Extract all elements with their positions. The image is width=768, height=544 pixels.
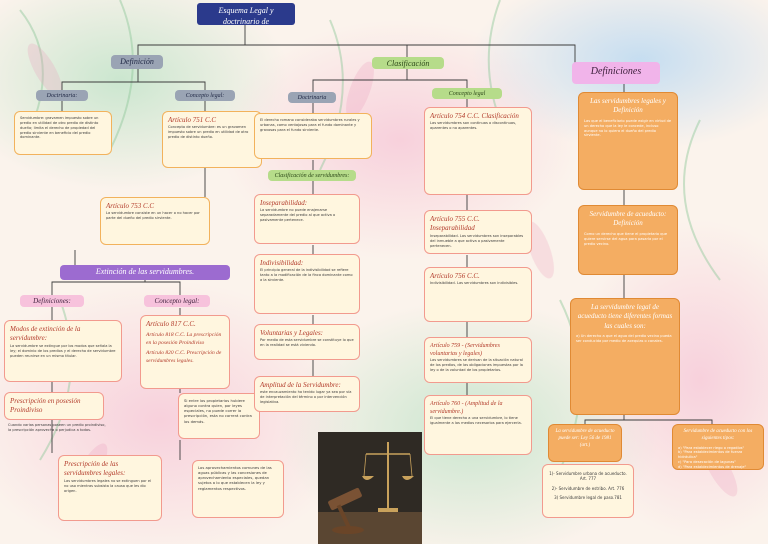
acueducto-tipo-item-1: 1)- Servidumbre urbana de acueducto. Art…: [549, 471, 627, 482]
prescripcion-legales-head: Prescripción de las servidumbres legales…: [64, 460, 126, 478]
articulo-751-card: Artículo 751 C.C Concepto de servidumbre…: [162, 111, 262, 168]
acueducto-tipos-list-card: 1)- Servidumbre urbana de acueducto. Art…: [542, 464, 634, 518]
servidumbres-legales-card: Las servidumbres legales y Definición La…: [578, 92, 678, 190]
propietarios-card: Si entre los propietarios hubiere alguno…: [178, 393, 260, 439]
servidumbres-legales-head: Las servidumbres legales y Definición: [590, 97, 666, 115]
definiciones-label: Definiciones: [572, 62, 660, 84]
acueducto-puede-ser-label: La servidumbre de acueducto puede ser: L…: [555, 429, 615, 448]
inseparabilidad-head: Inseparabilidad:: [260, 199, 308, 207]
prescripcion-proindiviso-head: Prescripción en posesión Proindiviso: [10, 397, 81, 415]
inseparabilidad-text: La servidumbre no puede enajenarse separ…: [260, 208, 336, 223]
articulo-754-card: Artículo 754 C.C. Clasificación Las serv…: [424, 107, 532, 195]
clasificacion-label: Clasificación: [372, 57, 444, 69]
gavel-and-scales-icon: [318, 432, 422, 544]
doctrinaria-label: Doctrinaria:: [36, 90, 88, 101]
gavel-image: [318, 432, 422, 544]
propietarios-text: Si entre los propietarios hubiere alguno…: [184, 398, 252, 424]
articulo-753-head: Artículo 753 C.C: [106, 202, 155, 210]
extincion-definiciones-label: Definiciones:: [20, 295, 84, 307]
extincion-legal-card: Artículo 817 C.C. Artículo 818 C.C. La p…: [140, 315, 230, 389]
articulo-760-head: Artículo 760 - (Amplitud de la servidumb…: [430, 401, 503, 416]
extincion-concepto-legal-label: Concepto legal:: [144, 295, 210, 307]
clasificacion-doctrinaria-card: El derecho romano consideraba servidumbr…: [254, 113, 372, 159]
acueducto-puede-ser-label-card: La servidumbre de acueducto puede ser: L…: [548, 424, 622, 462]
inseparabilidad-card: Inseparabilidad: La servidumbre no puede…: [254, 194, 360, 244]
tipos-acueducto-item-3: c) "Para desecación de lagunas": [678, 460, 736, 465]
articulo-759-card: Artículo 759 - (Servidumbres voluntarias…: [424, 337, 532, 383]
extincion-definiciones-card: Modos de extinción de la servidumbre: La…: [4, 320, 122, 382]
articulo-756-text: Indivisibilidad. Las servidumbres son in…: [430, 281, 519, 286]
articulo-760-text: El que tiene derecho a una servidumbre, …: [430, 416, 522, 426]
prescripcion-legales-card: Prescripción de las servidumbres legales…: [58, 455, 162, 521]
formas-acueducto-text: a) Un derecho a que el agua del predio v…: [576, 334, 672, 344]
clasificacion-servidumbres-label: Clasificación de servidumbres:: [268, 170, 356, 181]
voluntarias-text: Por medio de esta servidumbre se constit…: [260, 338, 354, 348]
aprovechamientos-text: Los aprovechamientos comunes de las agua…: [198, 465, 272, 491]
acueducto-text: Como un derecho que tiene el propietario…: [584, 231, 668, 246]
concepto-legal-label: Concepto legal:: [175, 90, 235, 101]
articulo-755-text: Inseparabilidad. Las servidumbres son in…: [430, 233, 524, 248]
clasificacion-doctrinaria-text: El derecho romano consideraba servidumbr…: [260, 118, 360, 132]
voluntarias-head: Voluntarias y Legales:: [260, 329, 323, 337]
acueducto-head: Servidumbre de acueducto: Definición: [589, 210, 667, 228]
articulo-756-head: Artículo 756 C.C.: [430, 272, 480, 280]
formas-acueducto-head: La servidumbre legal de acueducto tiene …: [577, 303, 673, 330]
acueducto-tipo-item-2: 2)- Servidumbre de estribo. Art. 776: [551, 485, 625, 491]
articulo-754-text: Las servidumbres son continuas o discont…: [430, 121, 517, 131]
articulo-751-head: Artículo 751 C.C: [168, 116, 217, 124]
indivisibilidad-head: Indivisibilidad:: [260, 259, 304, 267]
articulo-755-head: Artículo 755 C.C. Inseparabilidad: [430, 215, 480, 233]
prescripcion-legales-text: Las servidumbres legales no se extinguen…: [64, 478, 152, 493]
doctrinaria-text: Servidumbre: gravamen impuesto sobre un …: [20, 116, 99, 140]
articulo-751-text: Concepto de servidumbre: es un gravamen …: [168, 125, 249, 140]
clasificacion-doctrinaria-label: Doctrinaria: [288, 92, 336, 103]
tipos-acueducto-card: Servidumbre de acueducto con los siguien…: [672, 424, 764, 470]
amplitud-text: este encauzamiento ha tenido lugar ya se…: [260, 390, 352, 405]
indivisibilidad-card: Indivisibilidad: El principio general de…: [254, 254, 360, 314]
tipos-acueducto-item-4: d) "Para establecimientos de drenaje": [678, 464, 747, 469]
articulo-753-card: Artículo 753 C.C La servidumbre consiste…: [100, 197, 210, 245]
concepto-legal-clasificacion-label: Concepto legal: [432, 88, 502, 99]
voluntarias-card: Voluntarias y Legales: Por medio de esta…: [254, 324, 360, 360]
amplitud-card: Amplitud de la Servidumbre: este encauza…: [254, 376, 360, 412]
definicion-label: Definición: [111, 55, 163, 69]
articulo-756-card: Artículo 756 C.C. Indivisibilidad. Las s…: [424, 267, 532, 322]
articulo-759-text: Las servidumbres se derivan de la situac…: [430, 358, 523, 372]
articulo-759-head: Artículo 759 - (Servidumbres voluntarias…: [430, 343, 500, 358]
aprovechamientos-card: Los aprovechamientos comunes de las agua…: [192, 460, 284, 518]
tipos-acueducto-item-1: a) "Para establecer riego o regadíos": [678, 445, 745, 450]
formas-acueducto-card: La servidumbre legal de acueducto tiene …: [570, 298, 680, 415]
extincion-legal-item-3: Artículo 820 C.C. Prescripción de servid…: [146, 350, 222, 364]
articulo-760-card: Artículo 760 - (Amplitud de la servidumb…: [424, 395, 532, 455]
prescripcion-proindiviso-note: Cuando varias personas poseen un predio …: [4, 422, 110, 452]
prescripcion-proindiviso-card: Prescripción en posesión Proindiviso: [4, 392, 104, 420]
tipos-acueducto-item-2: b) "Para establecimientos de fuerza hidr…: [678, 450, 743, 460]
extincion-definiciones-text: La servidumbre se extingue por los modos…: [10, 343, 116, 358]
extincion-label: Extinción de las servidumbres.: [60, 265, 230, 280]
doctrinaria-card: Servidumbre: gravamen impuesto sobre un …: [14, 111, 112, 155]
servidumbres-legales-text: Las que el beneficiario puede exigir en …: [584, 118, 672, 138]
amplitud-head: Amplitud de la Servidumbre:: [260, 381, 341, 389]
prescripcion-proindiviso-text: Cuando varias personas poseen un predio …: [8, 423, 106, 432]
articulo-755-card: Artículo 755 C.C. Inseparabilidad Insepa…: [424, 210, 532, 254]
page-title: Esquema Legal y doctrinario de Servidumb…: [197, 3, 295, 25]
acueducto-tipos-list: 1)- Servidumbre urbana de acueducto. Art…: [548, 471, 628, 501]
acueducto-card: Servidumbre de acueducto: Definición Com…: [578, 205, 678, 275]
extincion-legal-item-2: Artículo 818 C.C. La prescripción en la …: [146, 332, 222, 346]
tipos-acueducto-head: Servidumbre de acueducto con los siguien…: [683, 429, 753, 441]
acueducto-tipo-item-3: 3) Servidumbre legal de paso.781: [554, 495, 622, 501]
indivisibilidad-text: El principio general de la indivisibilid…: [260, 268, 353, 283]
extincion-definiciones-head: Modos de extinción de la servidumbre:: [10, 325, 81, 343]
extincion-legal-item-1: Artículo 817 C.C.: [146, 320, 196, 328]
articulo-754-head: Artículo 754 C.C. Clasificación: [430, 112, 519, 120]
articulo-753-text: La servidumbre consiste en un hacer o no…: [106, 211, 200, 221]
